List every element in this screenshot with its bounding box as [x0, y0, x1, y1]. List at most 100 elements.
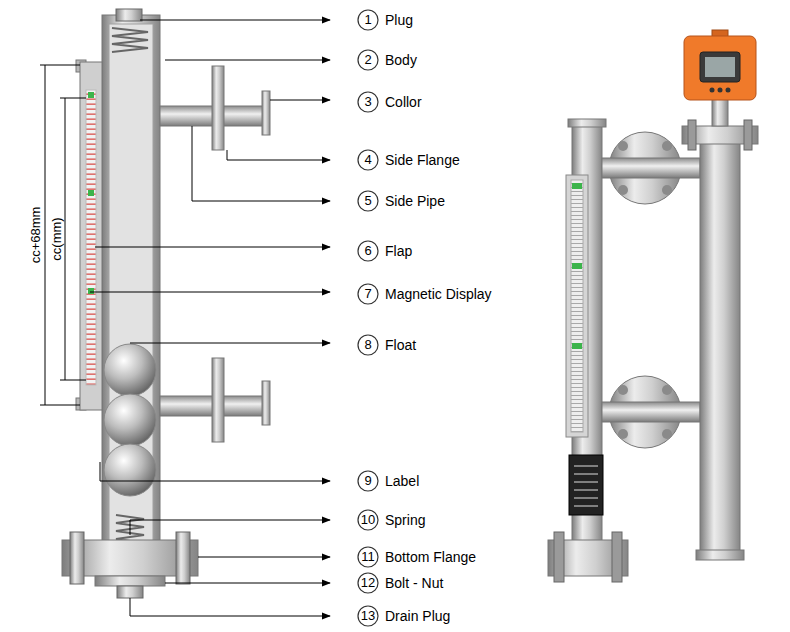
bolt-shape	[744, 120, 752, 150]
callout-number: 8	[357, 334, 379, 356]
product-view	[548, 30, 758, 582]
part-name: Magnetic Display	[385, 283, 492, 305]
callout-number: 11	[357, 546, 379, 568]
float-ball	[104, 344, 156, 396]
callout-circle: 12Bolt - Nut	[357, 572, 379, 594]
leader-line	[192, 126, 330, 201]
part-name: Spring	[385, 509, 425, 531]
callout-circle: 10Spring	[357, 509, 379, 531]
bolt-shape	[176, 532, 190, 584]
bolt-hole	[662, 185, 672, 195]
circle-shape	[358, 150, 378, 170]
float-ball	[104, 394, 156, 446]
plate-line	[574, 474, 598, 475]
plate-line	[574, 506, 598, 507]
part-name: Collor	[385, 91, 422, 113]
tube-cap	[568, 119, 606, 127]
bolt-hole	[618, 385, 628, 395]
circle-shape	[358, 284, 378, 304]
circle-shape	[358, 471, 378, 491]
callout-circle: 4Side Flange	[357, 149, 379, 171]
circle-shape	[358, 50, 378, 70]
callout-circle: 9Label	[357, 470, 379, 492]
plate-line	[574, 482, 598, 483]
part-name: Bolt - Nut	[385, 572, 443, 594]
button	[718, 88, 723, 93]
circle-shape	[358, 547, 378, 567]
bolt-shape	[554, 532, 564, 582]
plate-lines	[574, 466, 598, 506]
part-name: Bottom Flange	[385, 546, 476, 568]
display-housing	[80, 62, 102, 410]
circle-shape	[358, 573, 378, 593]
bolt-hole	[662, 385, 672, 395]
leader-lines	[90, 20, 330, 616]
bolt-hole	[618, 141, 628, 151]
callout-number: 6	[357, 240, 379, 262]
leader-line	[140, 20, 330, 21]
plate-line	[574, 466, 598, 467]
green-mark	[572, 263, 582, 269]
flap-strip	[571, 180, 583, 432]
callout-number: 12	[357, 572, 379, 594]
dimension-tick	[40, 65, 80, 66]
green-mark	[572, 183, 582, 189]
leader-line	[165, 583, 330, 584]
display-housing	[566, 175, 588, 437]
part-name: Flap	[385, 240, 412, 262]
leader-line	[198, 557, 330, 558]
part-name: Label	[385, 470, 419, 492]
callout-number: 5	[357, 190, 379, 212]
circle-shape	[358, 241, 378, 261]
chamber-tube	[700, 142, 740, 554]
green-mark	[572, 343, 582, 349]
flange-plate	[95, 576, 165, 586]
part-name: Float	[385, 334, 416, 356]
dimension-tick	[60, 98, 86, 99]
bolt-shape	[612, 532, 622, 582]
leader-line	[270, 100, 330, 101]
callout-circle: 6Flap	[357, 240, 379, 262]
callout-circle: 2Body	[357, 49, 379, 71]
dimension-line	[65, 98, 66, 380]
plug-shape	[116, 9, 142, 21]
circle-shape	[358, 510, 378, 530]
circle-shape	[358, 92, 378, 112]
callout-circle: 13Drain Plug	[357, 605, 379, 627]
bolt-shape	[688, 120, 696, 150]
dimension-lines	[40, 65, 86, 405]
callout-number: 7	[357, 283, 379, 305]
callout-number: 1	[357, 9, 379, 31]
circle-shape	[358, 191, 378, 211]
bolt-shape	[70, 532, 84, 584]
leader-line	[100, 462, 330, 481]
bolt-hole	[618, 185, 628, 195]
bolt-hole	[662, 141, 672, 151]
button	[710, 88, 715, 93]
side-pipe-shape	[602, 158, 700, 178]
leader-line	[227, 150, 330, 160]
leader-line	[130, 520, 330, 535]
body-tube	[102, 15, 160, 560]
side-pipe-shape	[602, 402, 700, 422]
green-mark	[88, 288, 94, 294]
part-name: Plug	[385, 9, 413, 31]
leader-line	[130, 343, 330, 344]
callout-number: 4	[357, 149, 379, 171]
bolt-hole	[662, 429, 672, 439]
dimension-line	[45, 65, 46, 405]
leader-line	[90, 292, 330, 293]
leader-line	[130, 598, 330, 616]
green-mark	[88, 190, 94, 196]
collar-shape	[262, 91, 270, 135]
plate-line	[574, 498, 598, 499]
section-view	[62, 9, 270, 598]
part-name: Body	[385, 49, 417, 71]
callout-number: 9	[357, 470, 379, 492]
dimension-tick	[60, 380, 86, 381]
part-name: Side Pipe	[385, 190, 445, 212]
callout-circle: 8Float	[357, 334, 379, 356]
dimension-tick	[40, 405, 80, 406]
